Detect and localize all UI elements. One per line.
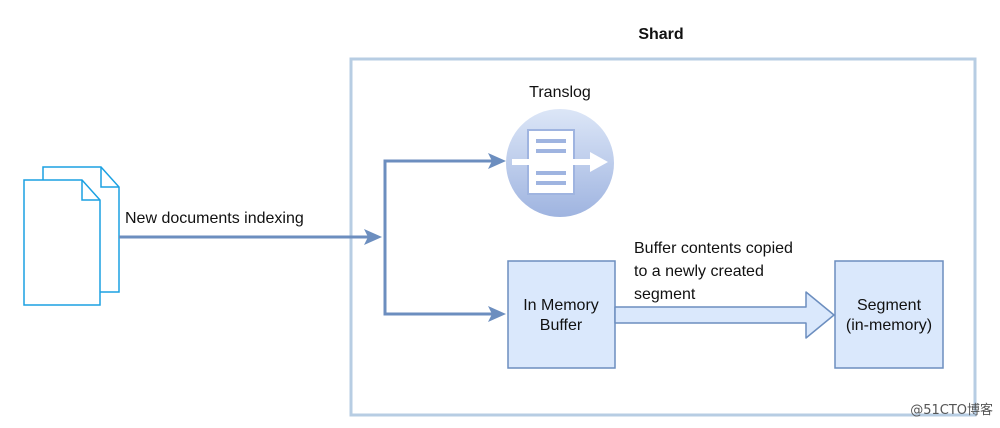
copy-label: Buffer contents copied to a newly create… xyxy=(634,240,793,303)
translog-icon xyxy=(506,109,614,217)
copy-label-line3: segment xyxy=(634,286,696,303)
buffer-label-line2: Buffer xyxy=(540,317,583,334)
in-memory-buffer-box: In Memory Buffer xyxy=(507,260,616,369)
segment-label-line2: (in-memory) xyxy=(846,317,932,334)
watermark: @51CTO博客 xyxy=(910,402,993,418)
segment-box: Segment (in-memory) xyxy=(834,260,944,369)
indexing-label: New documents indexing xyxy=(125,210,304,227)
copy-arrow xyxy=(614,291,835,339)
shard-title: Shard xyxy=(638,26,683,43)
branch-connector xyxy=(383,153,506,322)
copy-label-line1: Buffer contents copied xyxy=(634,240,793,257)
copy-label-line2: to a newly created xyxy=(634,263,764,280)
indexing-arrow xyxy=(119,229,382,245)
translog-title: Translog xyxy=(529,84,591,101)
buffer-label-line1: In Memory xyxy=(523,297,599,314)
document-stack-icon xyxy=(23,166,120,306)
segment-label-line1: Segment xyxy=(857,297,922,314)
